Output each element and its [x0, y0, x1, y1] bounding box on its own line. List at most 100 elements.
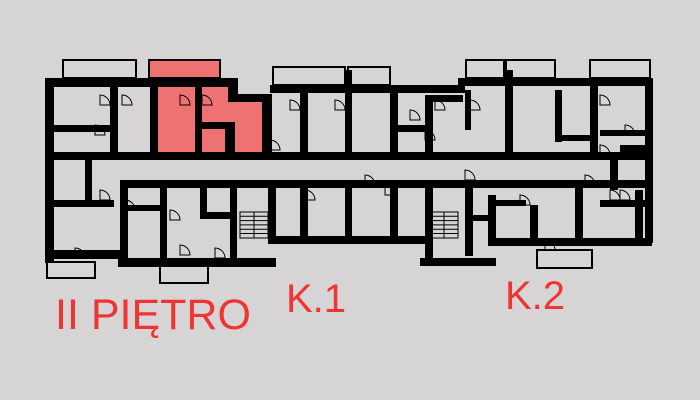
wall: [268, 236, 428, 244]
door-icon: [584, 174, 596, 186]
door-icon: [99, 189, 111, 201]
wall: [496, 200, 526, 206]
stair-icon: [429, 211, 459, 239]
wall: [118, 258, 276, 267]
wall: [645, 78, 653, 243]
door-icon: [464, 169, 476, 181]
wall: [120, 205, 160, 211]
wall: [270, 85, 465, 93]
wall: [45, 250, 125, 259]
wall: [110, 86, 118, 156]
wall: [160, 186, 167, 261]
wall: [470, 215, 490, 221]
wall: [54, 200, 114, 207]
wall: [420, 258, 496, 266]
wall: [575, 186, 583, 241]
walls: [45, 70, 653, 267]
balcony: [347, 66, 391, 86]
door-icon: [179, 94, 191, 106]
stair-icon: [239, 211, 269, 239]
door-icon: [304, 189, 316, 201]
wall: [590, 86, 598, 156]
wall: [345, 70, 352, 156]
wall: [505, 70, 513, 156]
door-icon: [121, 94, 133, 106]
balcony: [46, 261, 96, 279]
highlight-area: [230, 100, 268, 156]
staircase-label-k1: K.1: [286, 277, 347, 321]
wall: [488, 195, 496, 245]
door-icon: [619, 189, 631, 201]
door-icon: [519, 194, 531, 206]
wall: [345, 186, 352, 238]
wall: [555, 90, 562, 142]
balcony: [62, 59, 137, 79]
door-icon: [124, 199, 136, 211]
wall: [425, 95, 433, 155]
door-icon: [364, 174, 376, 186]
highlight-area: [150, 60, 220, 78]
door-icon: [469, 99, 481, 111]
wall: [300, 92, 308, 154]
wall: [230, 186, 237, 261]
wall: [195, 122, 230, 129]
wall: [390, 92, 398, 154]
wall: [395, 125, 425, 132]
staircases: [239, 211, 459, 239]
wall: [600, 130, 645, 136]
door-icon: [269, 139, 281, 151]
balcony: [589, 59, 651, 79]
wall: [610, 160, 618, 190]
door-icon: [179, 244, 191, 256]
wall: [390, 186, 398, 238]
door-icon: [99, 94, 111, 106]
wall: [530, 205, 538, 245]
wall: [458, 78, 652, 86]
wall: [54, 125, 114, 132]
wall: [120, 186, 128, 260]
wall: [300, 186, 308, 238]
wall: [268, 186, 276, 244]
balcony: [536, 249, 593, 269]
wall: [433, 95, 463, 102]
highlight-area: [152, 86, 230, 156]
door-icon: [624, 124, 636, 136]
door-icon: [409, 109, 421, 121]
wall: [262, 94, 272, 154]
door-swings: [74, 94, 636, 259]
wall: [620, 145, 645, 153]
wall: [85, 160, 92, 200]
door-icon: [544, 239, 556, 251]
wall: [228, 78, 238, 100]
wall: [195, 86, 202, 156]
door-icon: [384, 184, 396, 196]
door-icon: [74, 247, 86, 259]
wall: [225, 122, 235, 152]
door-icon: [169, 209, 181, 221]
wall: [600, 200, 645, 207]
balcony: [159, 264, 209, 284]
wall: [488, 238, 652, 246]
wall: [228, 94, 268, 102]
staircase-label-k2: K.2: [505, 274, 566, 318]
highlighted-apartment[interactable]: [150, 60, 268, 156]
wall: [425, 186, 433, 264]
wall: [555, 135, 590, 141]
balcony: [272, 66, 346, 86]
wall: [120, 180, 650, 188]
wall: [150, 86, 158, 156]
wall: [635, 190, 643, 240]
door-icon: [434, 99, 446, 111]
door-icon: [599, 94, 611, 106]
wall: [200, 212, 230, 219]
wall: [45, 78, 235, 87]
door-icon: [334, 99, 346, 111]
door-icon: [424, 129, 436, 141]
door-icon: [214, 247, 226, 259]
wall: [465, 90, 471, 130]
wall: [200, 186, 207, 216]
door-icon: [609, 189, 621, 201]
door-icon: [94, 124, 106, 136]
door-icon: [599, 144, 611, 156]
